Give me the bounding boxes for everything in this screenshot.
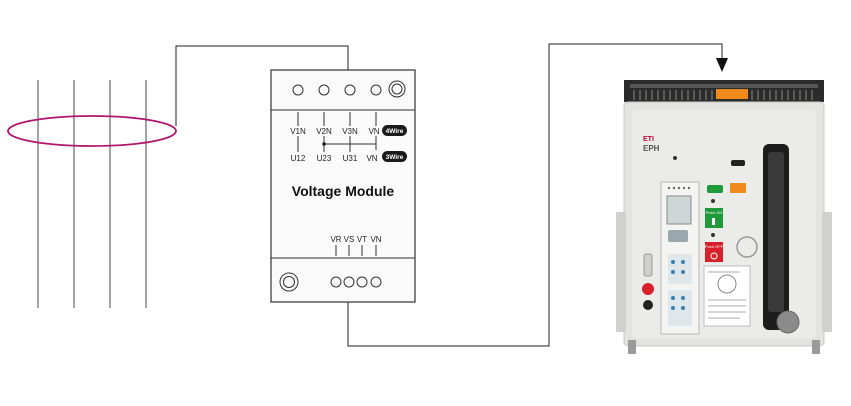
label-u12: U12 [291,154,306,163]
label-vs: VS [344,235,355,244]
label-v2n: V2N [316,127,332,136]
model-label: EPH [643,144,660,153]
voltage-module: V1N V2N V3N VN U12 U23 U31 VN 4Wire 3Wir… [270,69,416,303]
badge-3wire [382,151,407,162]
push-on-label: Push ON [706,210,722,215]
power-conductors [37,80,147,308]
label-v1n: V1N [290,127,306,136]
label-u23: U23 [317,154,332,163]
label-vn-out: VN [370,235,381,244]
output-wire [347,43,723,347]
arrow-head-icon [716,58,728,72]
top-terminals [292,80,406,98]
label-vn-bottom: VN [366,154,377,163]
label-u31: U31 [343,154,358,163]
label-vn-top: VN [368,127,379,136]
push-off-label: Push OFF [705,244,724,249]
sensor-loop [7,115,177,147]
label-vt: VT [357,235,367,244]
circuit-breaker: ETI EPH [616,80,832,354]
push-off-button[interactable] [705,242,723,262]
badge-4wire [382,125,407,136]
label-v3n: V3N [342,127,358,136]
bottom-terminals [279,272,382,292]
badge-4wire-label: 4Wire [386,128,404,135]
badge-3wire-label: 3Wire [386,154,404,161]
reset-button[interactable] [642,283,654,295]
label-vr: VR [330,235,341,244]
orange-terminal-block [716,89,748,99]
brand-label: ETI [643,136,654,143]
input-wire [175,45,349,126]
rating-label [703,265,751,327]
module-title: Voltage Module [292,183,395,199]
